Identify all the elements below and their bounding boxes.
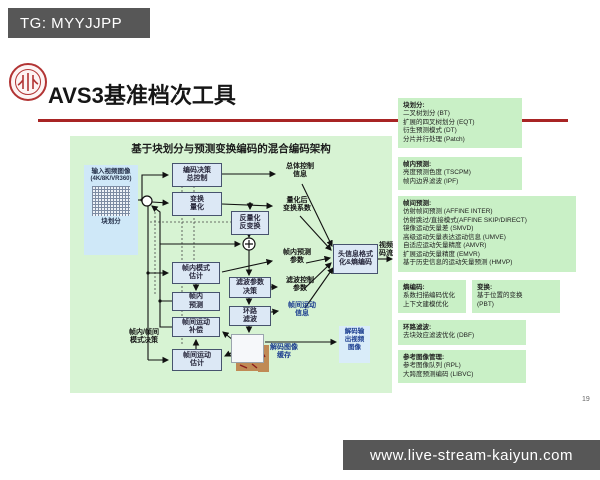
label-inter-motion-info: 帧间运动 信息 <box>288 302 316 318</box>
box-entropy-coding: 头信息格式 化&熵编码 <box>333 244 378 274</box>
tool-box-refpic: 参考图像管理: 参考图像队列 (RPL)大跨度预测编码 (LIBVC) <box>398 350 526 384</box>
label-decoded-picture-buffer: 解码图像 缓存 <box>270 344 298 360</box>
box-loop-filter: 环路 滤波 <box>229 306 271 326</box>
tool-box-partition: 块划分: 二叉树划分 (BT)扩展的四叉树划分 (EQT)衍生预测模式 (DT)… <box>398 98 522 149</box>
box-filter-param-decision: 滤波参数 决策 <box>229 277 271 298</box>
tool-box-intra: 帧内预测: 亮度预测色度 (TSCPM)帧内边界滤波 (IPF) <box>398 157 522 191</box>
tool-box-transform: 变换: 基于位置的变换(PBT) <box>472 280 560 314</box>
tool-lines: 亮度预测色度 (TSCPM)帧内边界滤波 (IPF) <box>403 169 471 185</box>
bottom-watermark-bar: www.live-stream-kaiyun.com <box>343 440 600 470</box>
tool-box-entropy: 熵编码: 系数扫描编码优化上下文建模优化 <box>398 280 466 314</box>
tool-title: 环路滤波: <box>403 324 432 331</box>
partition-label: 块划分 <box>101 217 121 225</box>
page-number: 19 <box>582 396 590 403</box>
box-inter-motion-estimation: 帧间运动 估计 <box>172 349 222 371</box>
label-intra-prediction-params: 帧内预测 参数 <box>283 249 311 265</box>
title-divider <box>38 119 568 122</box>
tool-title: 块划分: <box>403 102 425 109</box>
tool-lines: 基于位置的变换(PBT) <box>477 292 523 308</box>
label-filter-control-params: 滤波控制 参数 <box>286 277 314 293</box>
box-coding-control: 编码决策 总控制 <box>172 163 222 187</box>
tool-lines: 去块效应滤波优化 (DBF) <box>403 332 475 340</box>
tool-title: 熵编码: <box>403 284 425 291</box>
box-transform-quant: 变换 量化 <box>172 192 222 216</box>
tool-lines: 仿射帧间预测 (AFFINE INTER)仿射跳过/直接模式(AFFINE SK… <box>403 208 527 267</box>
box-decoded-picture-buffer <box>231 334 264 363</box>
tool-lines: 二叉树划分 (BT)扩展的四叉树划分 (EQT)衍生预测模式 (DT)分片并行处… <box>403 110 475 143</box>
tool-title: 参考图像管理: <box>403 354 445 361</box>
diagram-title: 基于块划分与预测变换编码的混合编码架构 <box>131 143 331 155</box>
tool-lines: 参考图像队列 (RPL)大跨度预测编码 (LIBVC) <box>403 362 474 378</box>
label-mode-decision: 帧内/帧间 模式决策 <box>129 329 159 345</box>
university-seal-logo <box>9 63 47 101</box>
tool-box-inter: 帧间预测: 仿射帧间预测 (AFFINE INTER)仿射跳过/直接模式(AFF… <box>398 196 576 272</box>
input-video-block: 输入视频图像 (4K/8K/VR360) 块划分 <box>84 165 138 255</box>
box-intra-prediction: 帧内 预测 <box>172 292 220 311</box>
tool-title: 变换: <box>477 284 493 291</box>
input-format: (4K/8K/VR360) <box>90 176 132 183</box>
box-inter-motion-compensation: 帧间运动 补偿 <box>172 317 220 337</box>
label-decoded-output-video: 解码输 出视频 图像 <box>339 326 370 363</box>
box-intra-mode-estimation: 帧内模式 估计 <box>172 262 220 284</box>
top-watermark-text: TG: MYYJJPP <box>20 14 123 32</box>
bottom-watermark-text: www.live-stream-kaiyun.com <box>369 446 574 464</box>
tool-box-loopfilter: 环路滤波: 去块效应滤波优化 (DBF) <box>398 320 526 345</box>
label-quantized-coefficients: 量化后 变换系数 <box>283 197 311 213</box>
block-partition-grid <box>92 185 130 216</box>
label-overall-control-info: 总体控制 信息 <box>286 163 314 179</box>
top-watermark-bar: TG: MYYJJPP <box>8 8 150 38</box>
tool-title: 帧间预测: <box>403 200 432 207</box>
tool-lines: 系数扫描编码优化上下文建模优化 <box>403 292 455 308</box>
input-label: 输入视频图像 <box>91 168 131 175</box>
page-title: AVS3基准档次工具 <box>48 83 236 108</box>
label-video-bitstream: 视频 码流 <box>379 242 393 258</box>
tool-title: 帧内预测: <box>403 161 432 168</box>
box-inverse-quant-transform: 反量化 反变换 <box>231 211 269 235</box>
